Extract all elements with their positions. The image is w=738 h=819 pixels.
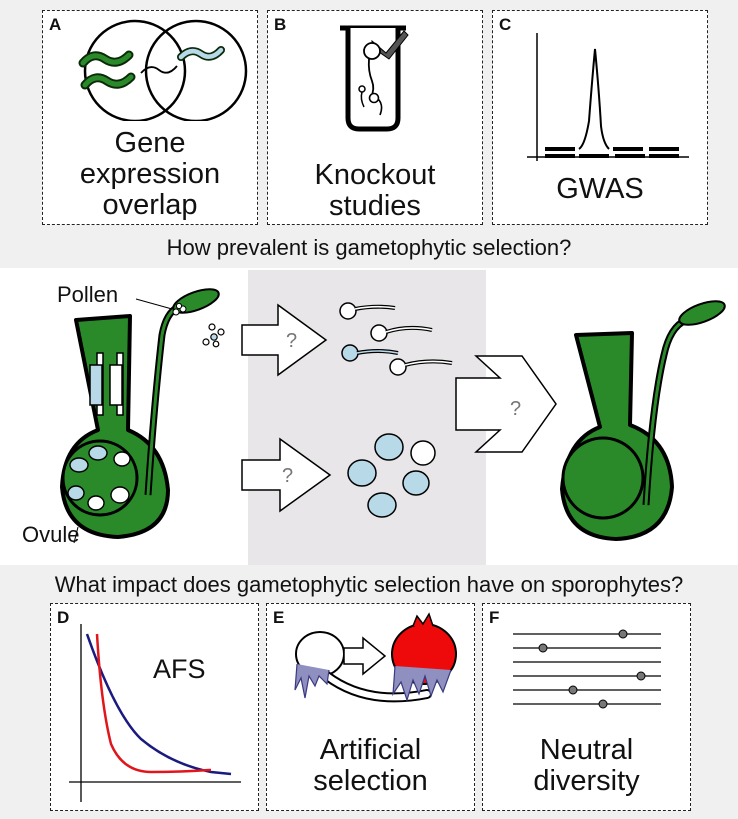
ovule-label: Ovule (22, 522, 80, 547)
middle-illustration: ? ? ? (60, 288, 726, 544)
panel-f: F Neutral diversity (482, 603, 691, 811)
panel-a-letter: A (49, 15, 62, 34)
flower-right (560, 300, 726, 541)
question-top: How prevalent is gametophytic selection? (166, 235, 572, 260)
panel-f-text: Neutral diversity (533, 734, 640, 797)
arrow-mark-2: ? (282, 465, 293, 487)
neutral-diversity-icon (513, 629, 661, 709)
arrow-to-ovules (241, 437, 332, 513)
panel-d-text: AFS (153, 654, 206, 684)
panel-c-letter: C (499, 15, 512, 34)
pollen-label: Pollen (57, 282, 119, 307)
ovules (347, 433, 436, 518)
venn-diagram-icon (78, 19, 248, 121)
panel-f-letter: F (489, 608, 500, 627)
flower-left (60, 288, 225, 544)
panel-b: B Knockout studies (267, 10, 483, 225)
panel-a-text: Gene expression overlap (79, 127, 221, 221)
panel-b-letter: B (274, 15, 287, 34)
test-tube-icon (340, 25, 409, 132)
panel-e: E Artificial selection (266, 603, 475, 811)
panel-a: A Gene expression overlap (42, 10, 258, 225)
panel-d-letter: D (57, 608, 70, 627)
panel-e-text: Artificial selection (313, 734, 428, 797)
afs-curves-icon (69, 624, 241, 802)
frozen-pollen-icon (294, 612, 457, 703)
panel-e-letter: E (273, 608, 285, 627)
panel-d: D AFS (50, 603, 259, 811)
arrow-to-pollen (241, 303, 328, 377)
arrow-to-offspring (455, 355, 557, 453)
arrow-mark-1: ? (286, 330, 297, 352)
arrow-mark-3: ? (510, 398, 521, 420)
manhattan-plot-icon (527, 33, 689, 161)
pollen-grains (339, 302, 453, 376)
panel-b-text: Knockout studies (314, 159, 436, 222)
question-bottom: What impact does gametophytic selection … (54, 572, 684, 597)
panel-c: C GWAS (492, 10, 708, 225)
panel-c-text: GWAS (556, 173, 644, 205)
